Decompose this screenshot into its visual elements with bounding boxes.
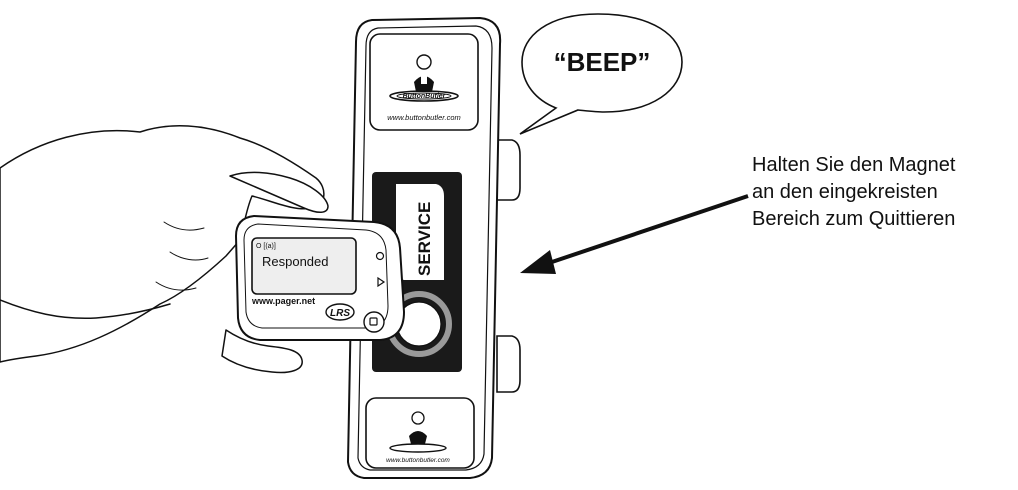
pager-bezel — [243, 223, 389, 329]
butler-logo-icon — [389, 411, 447, 453]
logo-wordmark-top: ButtonButler — [403, 93, 447, 100]
service-label-tab — [396, 184, 444, 280]
pager-brand: LRS — [330, 308, 350, 319]
speech-bubble-text: “BEEP” — [554, 47, 651, 77]
instruction-line: Bereich zum Quittieren — [752, 208, 956, 230]
side-clip-top — [496, 139, 521, 201]
pager-display-text: Responded — [262, 254, 329, 269]
button-butler-device: ButtonButler www.buttonbutler.com SERVIC… — [346, 16, 521, 479]
instruction-text: Halten Sie den Magnet an den eingekreist… — [752, 152, 1014, 233]
instruction-line: Halten Sie den Magnet — [752, 154, 956, 176]
pager-status-indicator: O [(a)] — [256, 243, 276, 250]
hand — [0, 125, 329, 374]
pager[interactable]: O [(a)] Responded www.pager.net LRS — [234, 214, 406, 341]
instruction-line: an den eingekreisten — [752, 181, 938, 203]
pager-url: www.pager.net — [251, 296, 315, 306]
arrow-icon — [520, 194, 749, 274]
pager-brand-logo — [325, 303, 355, 321]
speech-bubble: “BEEP” — [519, 13, 683, 135]
circle-button-icon[interactable] — [375, 251, 385, 261]
pager-screen — [251, 237, 357, 295]
logo-url-top: www.buttonbutler.com — [387, 113, 461, 122]
device-inner-outline — [357, 25, 493, 471]
side-clip-bottom — [496, 335, 521, 393]
butler-logo-icon — [389, 54, 459, 102]
logo-url-bottom: www.buttonbutler.com — [386, 457, 450, 464]
up-triangle-icon[interactable] — [377, 276, 386, 288]
square-button-icon[interactable] — [363, 311, 385, 333]
service-label[interactable]: SERVICE — [415, 202, 434, 276]
